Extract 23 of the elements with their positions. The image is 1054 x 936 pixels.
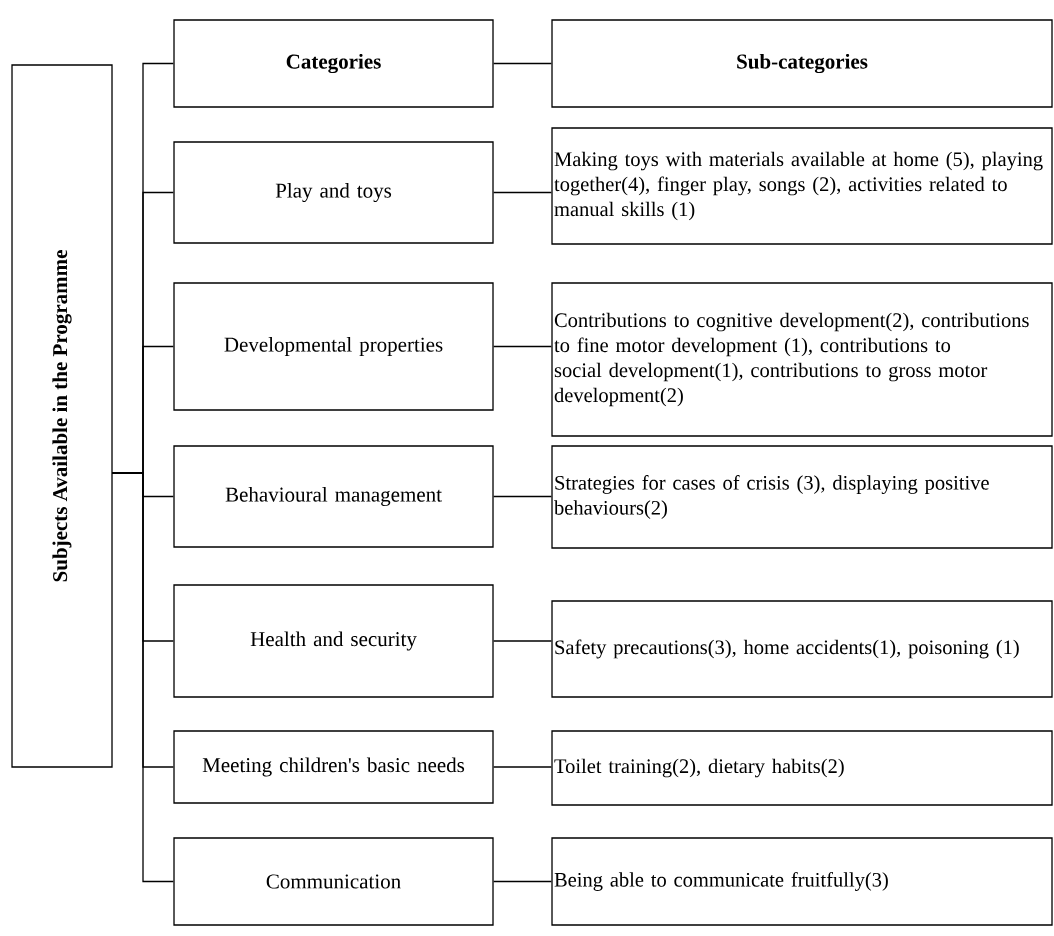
connector-line <box>493 345 552 348</box>
connector-line <box>493 495 552 498</box>
category-box: Meeting children's basic needs <box>173 730 494 804</box>
connector-line <box>493 640 552 642</box>
subcategory-box: Strategies for cases of crisis (3), displaying positive behaviours(2) <box>551 445 1053 549</box>
category-box: Communication <box>173 837 494 926</box>
subcategory-box: Contributions to cognitive development(2), contributions to fine motor development (1), contributions to social development(1), contributions to gross motor development(2) <box>551 282 1053 437</box>
category-box: Health and security <box>173 584 494 698</box>
subcategory-box: Safety precautions(3), home accidents(1), poisoning (1) <box>551 600 1053 698</box>
category-box: Behavioural management <box>173 445 494 548</box>
category-box: Developmental properties <box>173 282 494 411</box>
connector-line <box>493 766 552 768</box>
connector-line <box>493 880 552 883</box>
connector-line <box>111 472 174 883</box>
connector-line <box>493 191 552 194</box>
category-box: Play and toys <box>173 141 494 244</box>
subcategory-box: Being able to communicate fruitfully(3) <box>551 837 1053 926</box>
subcategory-box: Toilet training(2), dietary habits(2) <box>551 730 1053 806</box>
header-box: Sub-categories <box>551 19 1053 108</box>
connector-line <box>493 62 552 65</box>
rotated-title-box: Subjects Available in the Programme <box>11 64 113 768</box>
header-box: Categories <box>173 19 494 108</box>
subcategory-box: Making toys with materials available at home (5), playing together(4), finger play, songs (2), activities related to manual skills (1) <box>551 127 1053 245</box>
